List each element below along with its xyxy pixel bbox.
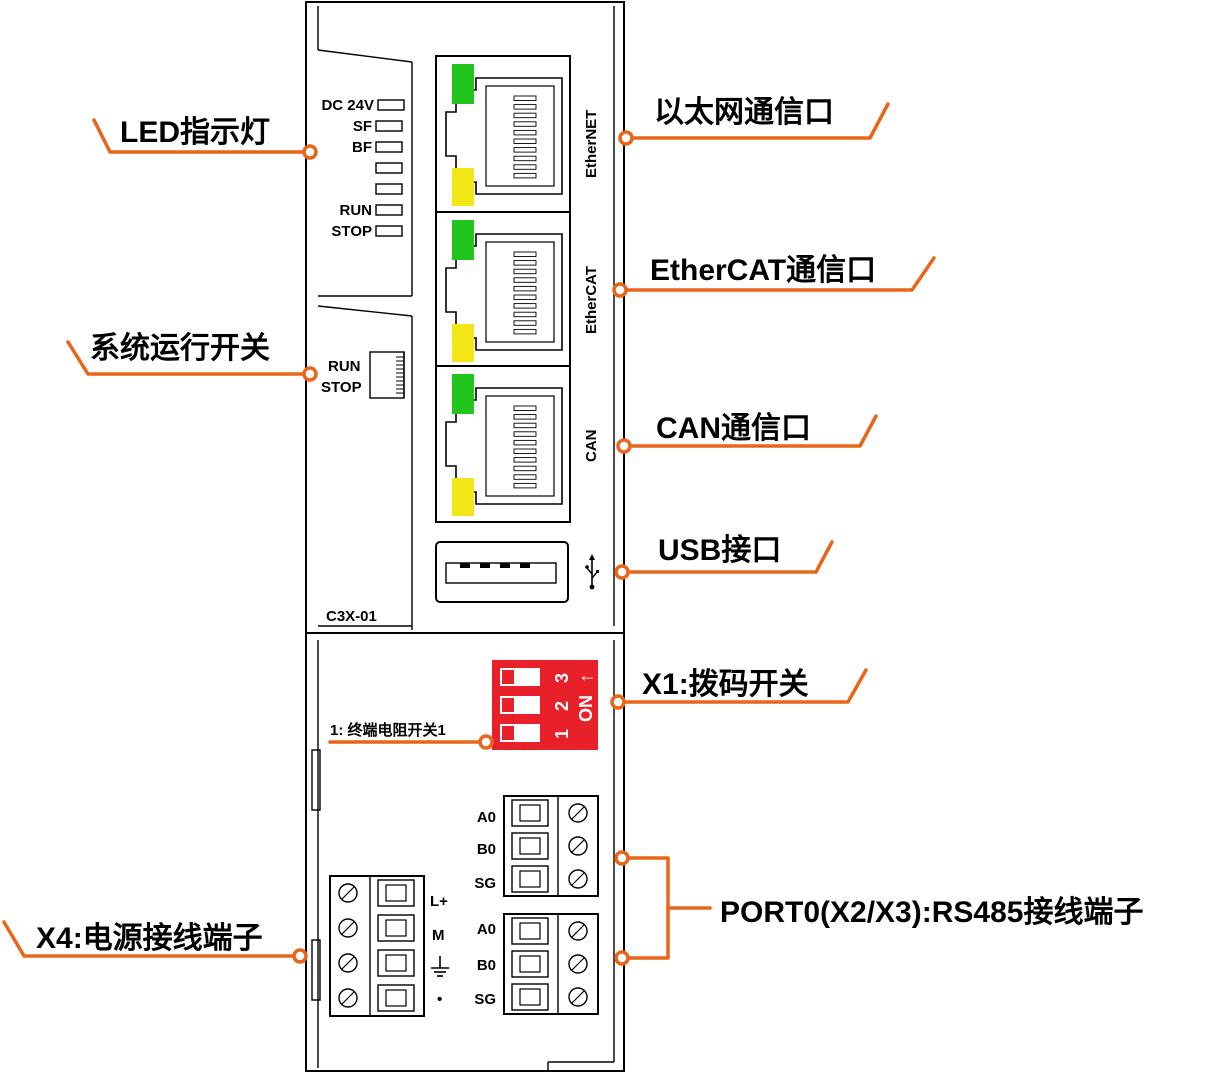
callout-led: LED指示灯: [120, 116, 270, 149]
led-label-bf: BF: [352, 139, 372, 156]
led-unlabeled-1: [375, 162, 403, 174]
terminal-label-b0-lower: B0: [477, 957, 496, 974]
led-label-sf: SF: [353, 118, 372, 135]
terminal-label-a0-upper: A0: [477, 809, 496, 826]
led-row: RUN: [340, 202, 403, 219]
callout-dip-switch: X1:拨码开关: [642, 668, 809, 701]
leader-rs485: [620, 856, 670, 960]
switch-label-stop: STOP: [321, 379, 362, 396]
led-row: BF: [352, 139, 403, 156]
terminal-label-sg-lower: SG: [474, 991, 496, 1008]
rj45-port-ethercat[interactable]: [445, 220, 563, 362]
terminal-cell[interactable]: [511, 917, 588, 945]
leader-ethercat: [618, 256, 936, 292]
led-stop: [375, 225, 403, 237]
led-label-stop: STOP: [331, 223, 372, 240]
callout-terminal-resistor: 1: 终端电阻开关1: [330, 721, 446, 739]
led-indicator-group: DC 24V SF BF RUN STOP: [321, 97, 405, 240]
callout-rs485: PORT0(X2/X3):RS485接线端子: [720, 896, 1143, 929]
leader-can: [622, 414, 878, 448]
leader-run-switch: [66, 340, 312, 376]
dip-arrow-icon: ↑: [576, 674, 596, 683]
port-label-ethercat: EtherCAT: [583, 266, 600, 334]
dip-number-1: 1: [552, 729, 572, 739]
led-row: STOP: [331, 223, 403, 240]
terminal-cell[interactable]: [511, 950, 588, 978]
led-row: DC 24V: [321, 97, 405, 114]
led-unlabeled-2: [375, 183, 403, 195]
leader-led: [92, 118, 312, 154]
terminal-cell[interactable]: [511, 832, 588, 860]
terminal-cell[interactable]: [338, 984, 415, 1012]
terminal-cell[interactable]: [338, 949, 415, 977]
dip-number-3: 3: [552, 673, 572, 683]
callout-ethercat: EtherCAT通信口: [650, 254, 876, 287]
rs485-terminal-lower[interactable]: [503, 913, 599, 1015]
led-bf: [375, 141, 403, 153]
terminal-cell[interactable]: [511, 865, 588, 893]
led-label-run: RUN: [340, 202, 373, 219]
rj45-port-can[interactable]: [445, 374, 563, 516]
link-led-green: [452, 374, 474, 414]
leader-usb: [620, 540, 834, 574]
dip-slot[interactable]: [500, 696, 540, 714]
terminal-label-a0-lower: A0: [477, 921, 496, 938]
led-run: [375, 204, 403, 216]
led-dc24v: [377, 99, 405, 111]
link-led-green: [452, 220, 474, 260]
usb-icon: [585, 554, 599, 590]
callout-leaders: [2, 102, 936, 966]
callout-can: CAN通信口: [656, 412, 811, 445]
link-led-green: [452, 64, 474, 104]
activity-led-yellow: [452, 168, 474, 206]
rj45-port-frame: [435, 55, 571, 523]
port-label-ethernet: EtherNET: [583, 110, 600, 178]
led-label-dc24v: DC 24V: [321, 97, 374, 114]
switch-label-run: RUN: [328, 358, 361, 375]
rj45-port-group: [445, 64, 563, 516]
device-body: C3X-01: [305, 1, 625, 1072]
dip-on-label: ON: [576, 695, 596, 722]
led-sf: [375, 120, 403, 132]
rj45-port-ethernet[interactable]: [445, 64, 563, 206]
dip-number-2: 2: [552, 701, 572, 711]
power-terminal[interactable]: [329, 875, 425, 1017]
terminal-cell[interactable]: [511, 799, 588, 827]
terminal-label-b0-upper: B0: [477, 841, 496, 858]
model-label: C3X-01: [326, 608, 377, 625]
activity-led-yellow: [452, 478, 474, 516]
leader-ethernet: [624, 102, 890, 140]
leader-power-terminal: [2, 920, 302, 958]
callout-power-terminal: X4:电源接线端子: [36, 922, 263, 955]
activity-led-yellow: [452, 324, 474, 362]
leader-dip-switch: [616, 668, 868, 704]
dip-slot[interactable]: [500, 668, 540, 686]
port-label-can: CAN: [583, 430, 600, 463]
led-row: SF: [353, 118, 403, 135]
terminal-cell[interactable]: [511, 983, 588, 1011]
run-stop-switch[interactable]: RUN STOP: [321, 351, 405, 399]
rs485-terminal-upper[interactable]: [503, 795, 599, 897]
power-label-m: M: [432, 927, 445, 944]
power-label-dot: •: [437, 991, 442, 1008]
dip-switch[interactable]: 3 2 1 ON ↑: [492, 660, 598, 750]
callout-usb: USB接口: [658, 534, 781, 567]
ground-icon: [431, 956, 449, 977]
terminal-label-sg-upper: SG: [474, 875, 496, 892]
usb-port[interactable]: [435, 541, 569, 603]
power-label-l-plus: L+: [430, 893, 448, 910]
callout-run-switch: 系统运行开关: [90, 331, 270, 365]
terminal-cell[interactable]: [338, 879, 415, 907]
callout-ethernet: 以太网通信口: [654, 96, 834, 129]
dip-slot[interactable]: [500, 724, 540, 742]
terminal-cell[interactable]: [338, 914, 415, 942]
